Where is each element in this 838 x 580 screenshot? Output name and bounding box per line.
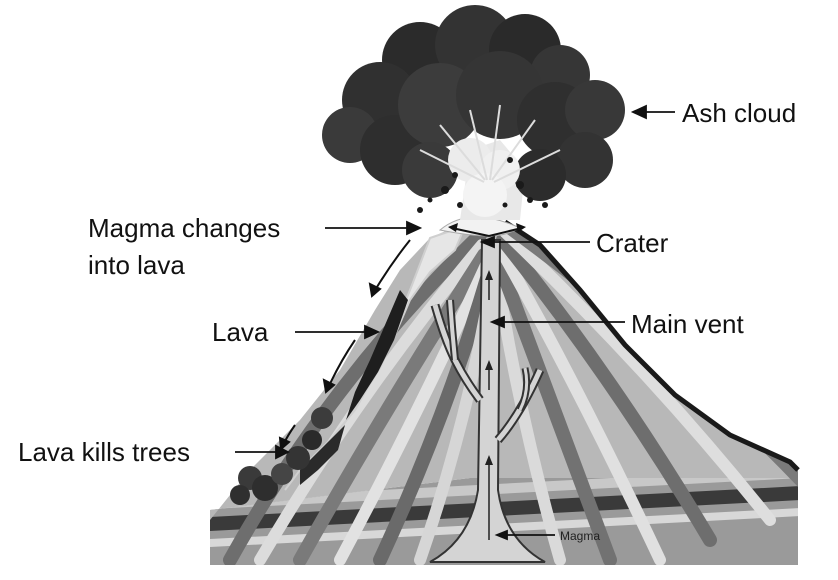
labels: Ash cloud Magma changes into lava Crater… — [18, 98, 796, 543]
label-lava-kills-trees: Lava kills trees — [18, 437, 190, 467]
lava-flow — [284, 224, 467, 491]
crater — [438, 216, 526, 237]
label-magma: Magma — [560, 529, 600, 543]
main-vent — [429, 239, 546, 563]
label-ash-cloud: Ash cloud — [682, 98, 796, 128]
label-leaders — [235, 104, 675, 541]
label-main-vent: Main vent — [631, 309, 744, 339]
ash-cloud — [322, 5, 625, 220]
trees — [230, 407, 333, 505]
label-lava: Lava — [212, 317, 269, 347]
lava-flow-arrows — [278, 239, 411, 452]
label-crater: Crater — [596, 228, 669, 258]
label-magma-changes-line1: Magma changes — [88, 213, 280, 243]
label-magma-changes-line2: into lava — [88, 250, 185, 280]
